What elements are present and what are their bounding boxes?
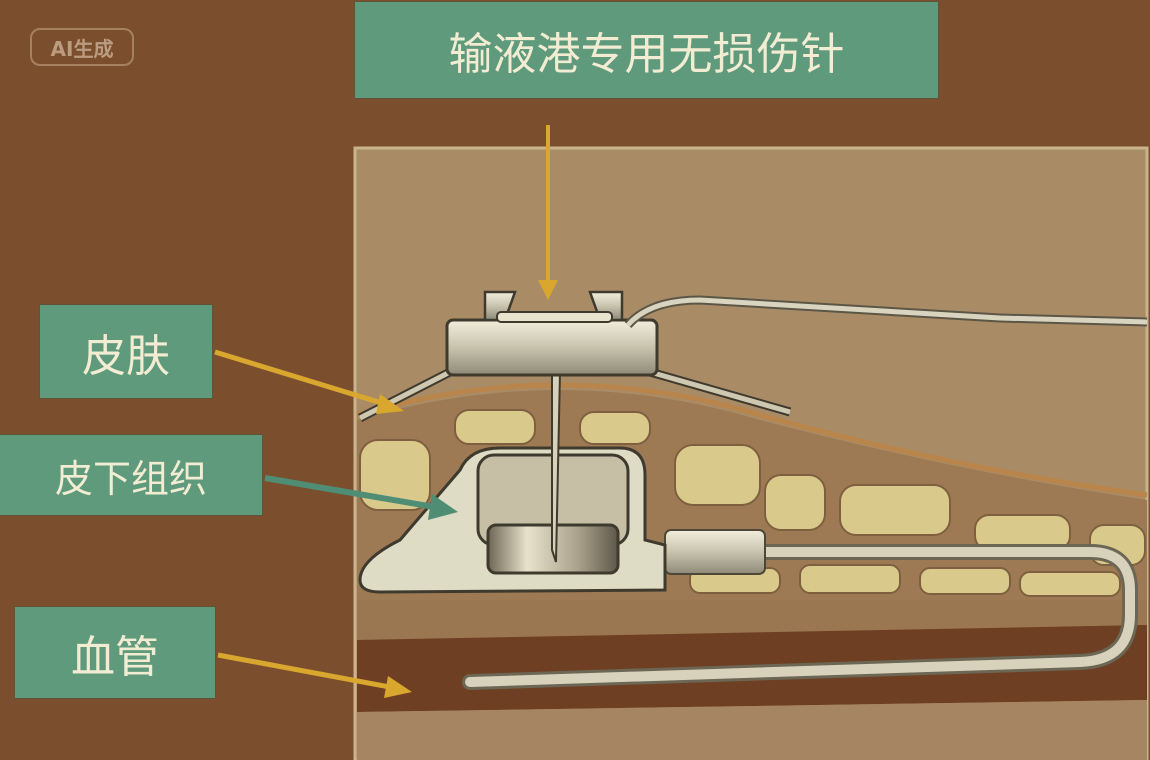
vessel-pointer-arrow [217,652,412,698]
needle-hub [445,318,659,377]
subcutaneous-pointer-arrow [264,475,458,520]
needle-pointer-arrow [538,125,558,300]
skin-pointer-arrow [214,349,404,414]
skin-layer [356,382,1148,498]
fat-lobules [359,409,1146,597]
label-subcutaneous-tissue: 皮下组织 [0,435,262,515]
label-blood-vessel: 血管 [15,607,215,698]
ai-generated-badge: AI生成 [30,28,134,66]
catheter-connector [664,529,766,575]
label-skin: 皮肤 [40,305,212,398]
title-label-needle: 输液港专用无损伤针 [355,2,938,98]
